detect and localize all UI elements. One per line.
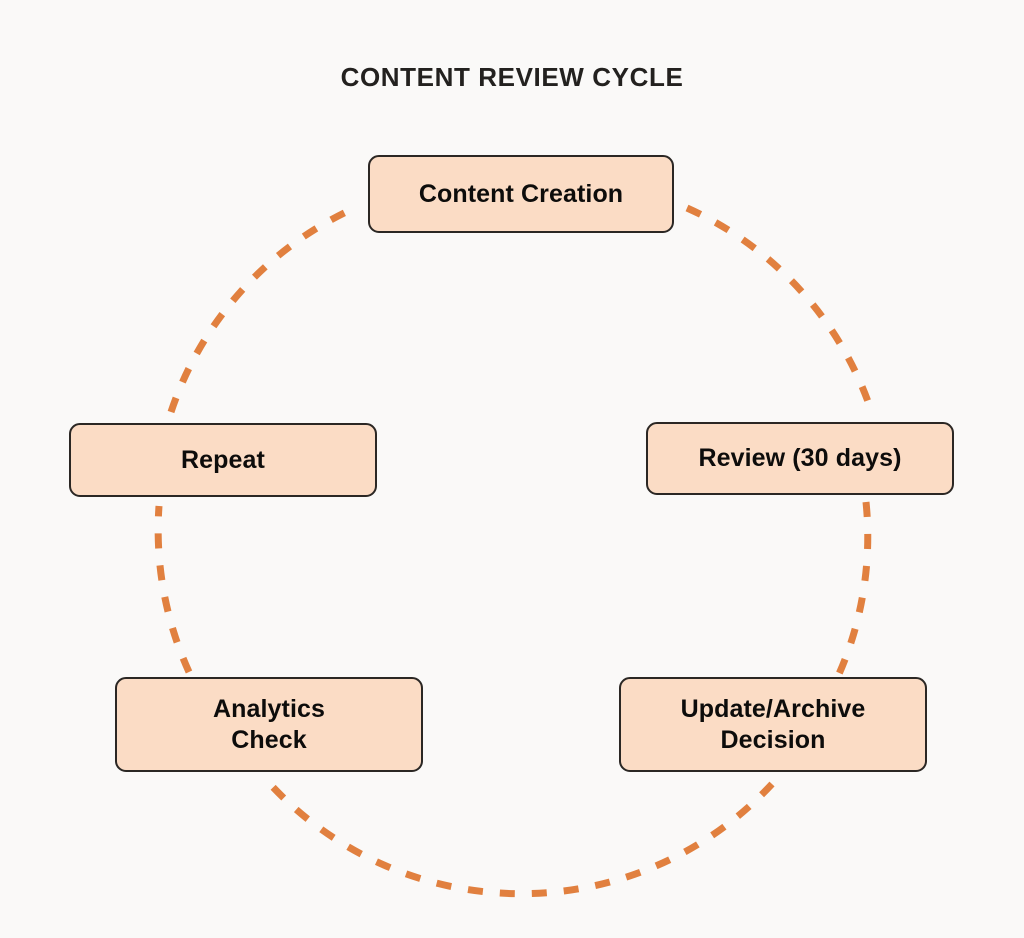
node-review-30-days[interactable]: Review (30 days) bbox=[646, 422, 954, 495]
arc-repeat-to-content-creation bbox=[167, 203, 359, 414]
arc-analytics-to-repeat bbox=[154, 505, 193, 674]
arc-update-archive-to-analytics bbox=[267, 781, 775, 898]
node-content-creation[interactable]: Content Creation bbox=[368, 155, 674, 233]
arc-content-creation-to-review bbox=[685, 204, 875, 412]
node-analytics-check-label: Analytics Check bbox=[212, 694, 326, 754]
node-update-archive-decision[interactable]: Update/Archive Decision bbox=[619, 677, 927, 772]
node-repeat[interactable]: Repeat bbox=[69, 423, 377, 497]
node-repeat-label: Repeat bbox=[181, 445, 265, 474]
arc-review-to-update-archive bbox=[835, 501, 872, 676]
node-review-30-days-label: Review (30 days) bbox=[698, 444, 902, 472]
node-analytics-check[interactable]: Analytics Check bbox=[115, 677, 423, 772]
node-content-creation-label: Content Creation bbox=[418, 179, 624, 208]
node-update-archive-decision-label: Update/Archive Decision bbox=[680, 694, 866, 754]
page-title: CONTENT REVIEW CYCLE bbox=[340, 62, 684, 92]
